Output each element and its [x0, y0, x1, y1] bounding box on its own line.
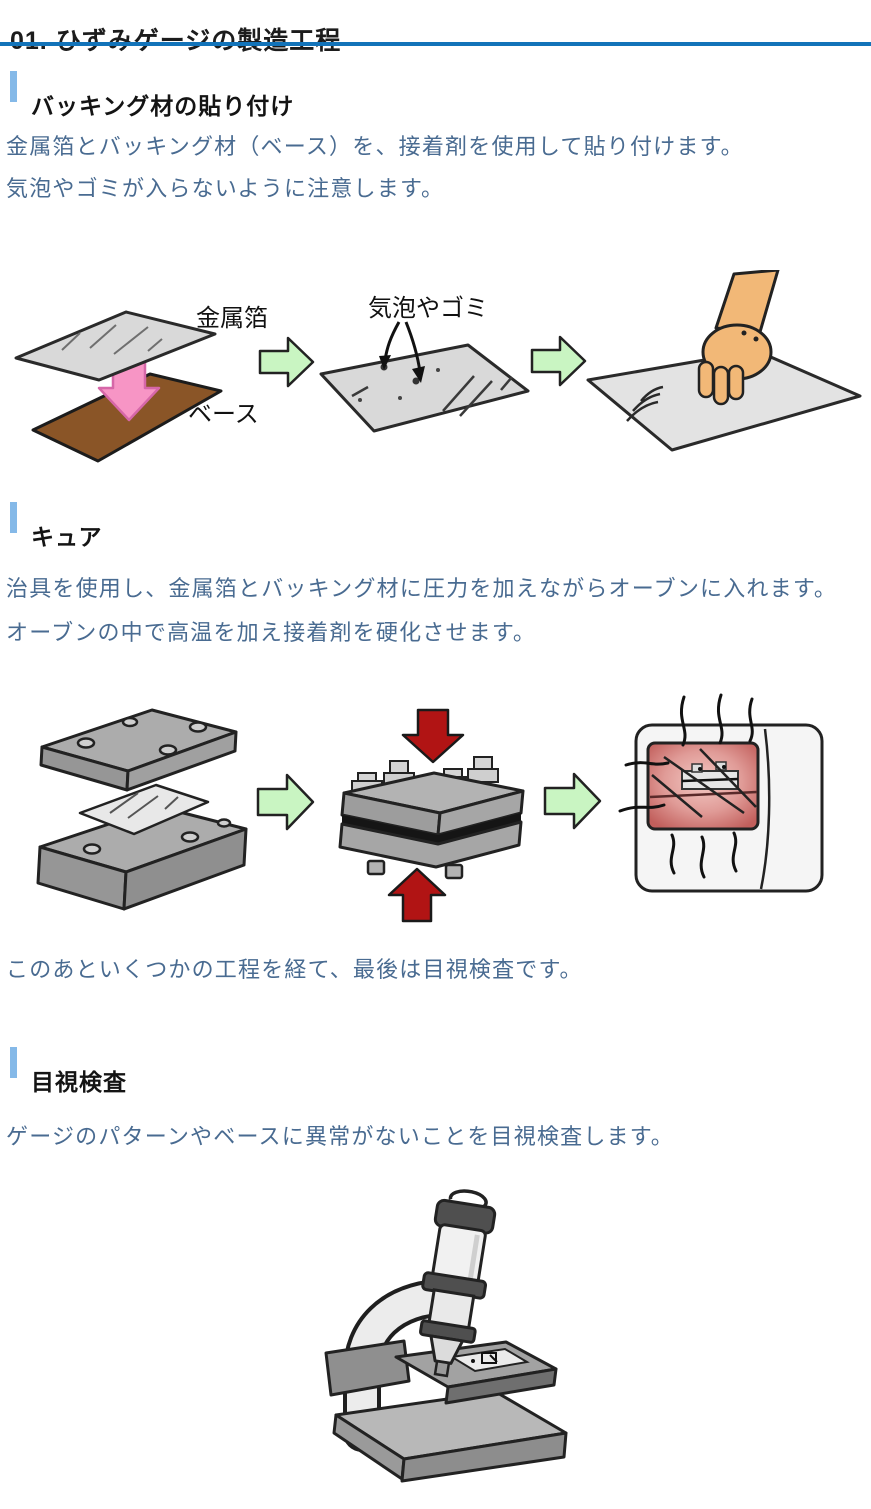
- dirt-speck: [398, 396, 402, 400]
- pressure-up-arrow-icon: [387, 867, 447, 923]
- bubbles-label: 気泡やゴミ: [368, 295, 488, 322]
- microscope-illustration: [324, 1189, 568, 1483]
- adhesive-layer: [342, 813, 521, 844]
- pressure-down-arrow-icon: [401, 708, 465, 764]
- step-arrow-icon: [256, 773, 315, 831]
- inspection-body-line1: ゲージのパターンやベースに異常がないことを目視検査します。: [6, 1124, 674, 1149]
- bubble-pointer-arrow: [383, 321, 401, 361]
- wrinkle-lines: [626, 385, 664, 422]
- backing-body-line1: 金属箔とバッキング材（ベース）を、接着剤を使用して貼り付けます。: [6, 134, 744, 159]
- oven: [618, 693, 824, 893]
- step-arrow-icon: [543, 772, 602, 830]
- pressing-hand: [697, 270, 780, 406]
- section-heading-backing: バッキング材の貼り付け: [31, 93, 295, 120]
- dirt-speck: [358, 398, 362, 402]
- dirt-speck: [436, 368, 440, 372]
- section-marker-bar: [10, 71, 17, 102]
- cure-note-line: このあといくつかの工程を経て、最後は目視検査です。: [6, 957, 583, 982]
- jig-bottom-block: [36, 783, 248, 911]
- clamped-jig-assembly: [338, 756, 525, 880]
- backing-attachment-illustration: 金属箔 ベース 気泡やゴミ: [14, 270, 862, 463]
- dirt-speck: [412, 377, 420, 385]
- section-heading-inspection: 目視検査: [31, 1069, 127, 1096]
- heat-squiggles: [618, 693, 754, 879]
- step-arrow-icon: [530, 335, 587, 387]
- cure-body-line2: オーブンの中で高温を加え接着剤を硬化させます。: [6, 620, 537, 645]
- jig-top-block: [39, 708, 238, 792]
- foil-sheet: [14, 310, 217, 382]
- title-underline: [0, 42, 871, 46]
- backing-body-line2: 気泡やゴミが入らないように注意します。: [6, 176, 445, 201]
- dirt-pointer-head: [412, 366, 425, 383]
- cure-body-line1: 治具を使用し、金属箔とバッキング材に圧力を加えながらオーブンに入れます。: [6, 576, 838, 601]
- specimen-slide: [449, 1347, 530, 1373]
- base-label: ベース: [188, 401, 259, 428]
- cure-illustration: [36, 693, 824, 923]
- foil-shine-lines: [61, 324, 163, 355]
- bubble-pointer-head: [379, 355, 391, 370]
- step-arrow-icon: [258, 336, 315, 388]
- bonded-sheet: [319, 343, 530, 433]
- page-title: 01. ひずみゲージの製造工程: [10, 26, 342, 55]
- foil-label: 金属箔: [196, 305, 268, 332]
- section-marker-bar: [10, 1047, 17, 1078]
- sheet-shine-lines: [351, 375, 513, 417]
- microscope: [324, 1189, 568, 1483]
- section-heading-cure: キュア: [31, 524, 103, 551]
- section-marker-bar: [10, 502, 17, 533]
